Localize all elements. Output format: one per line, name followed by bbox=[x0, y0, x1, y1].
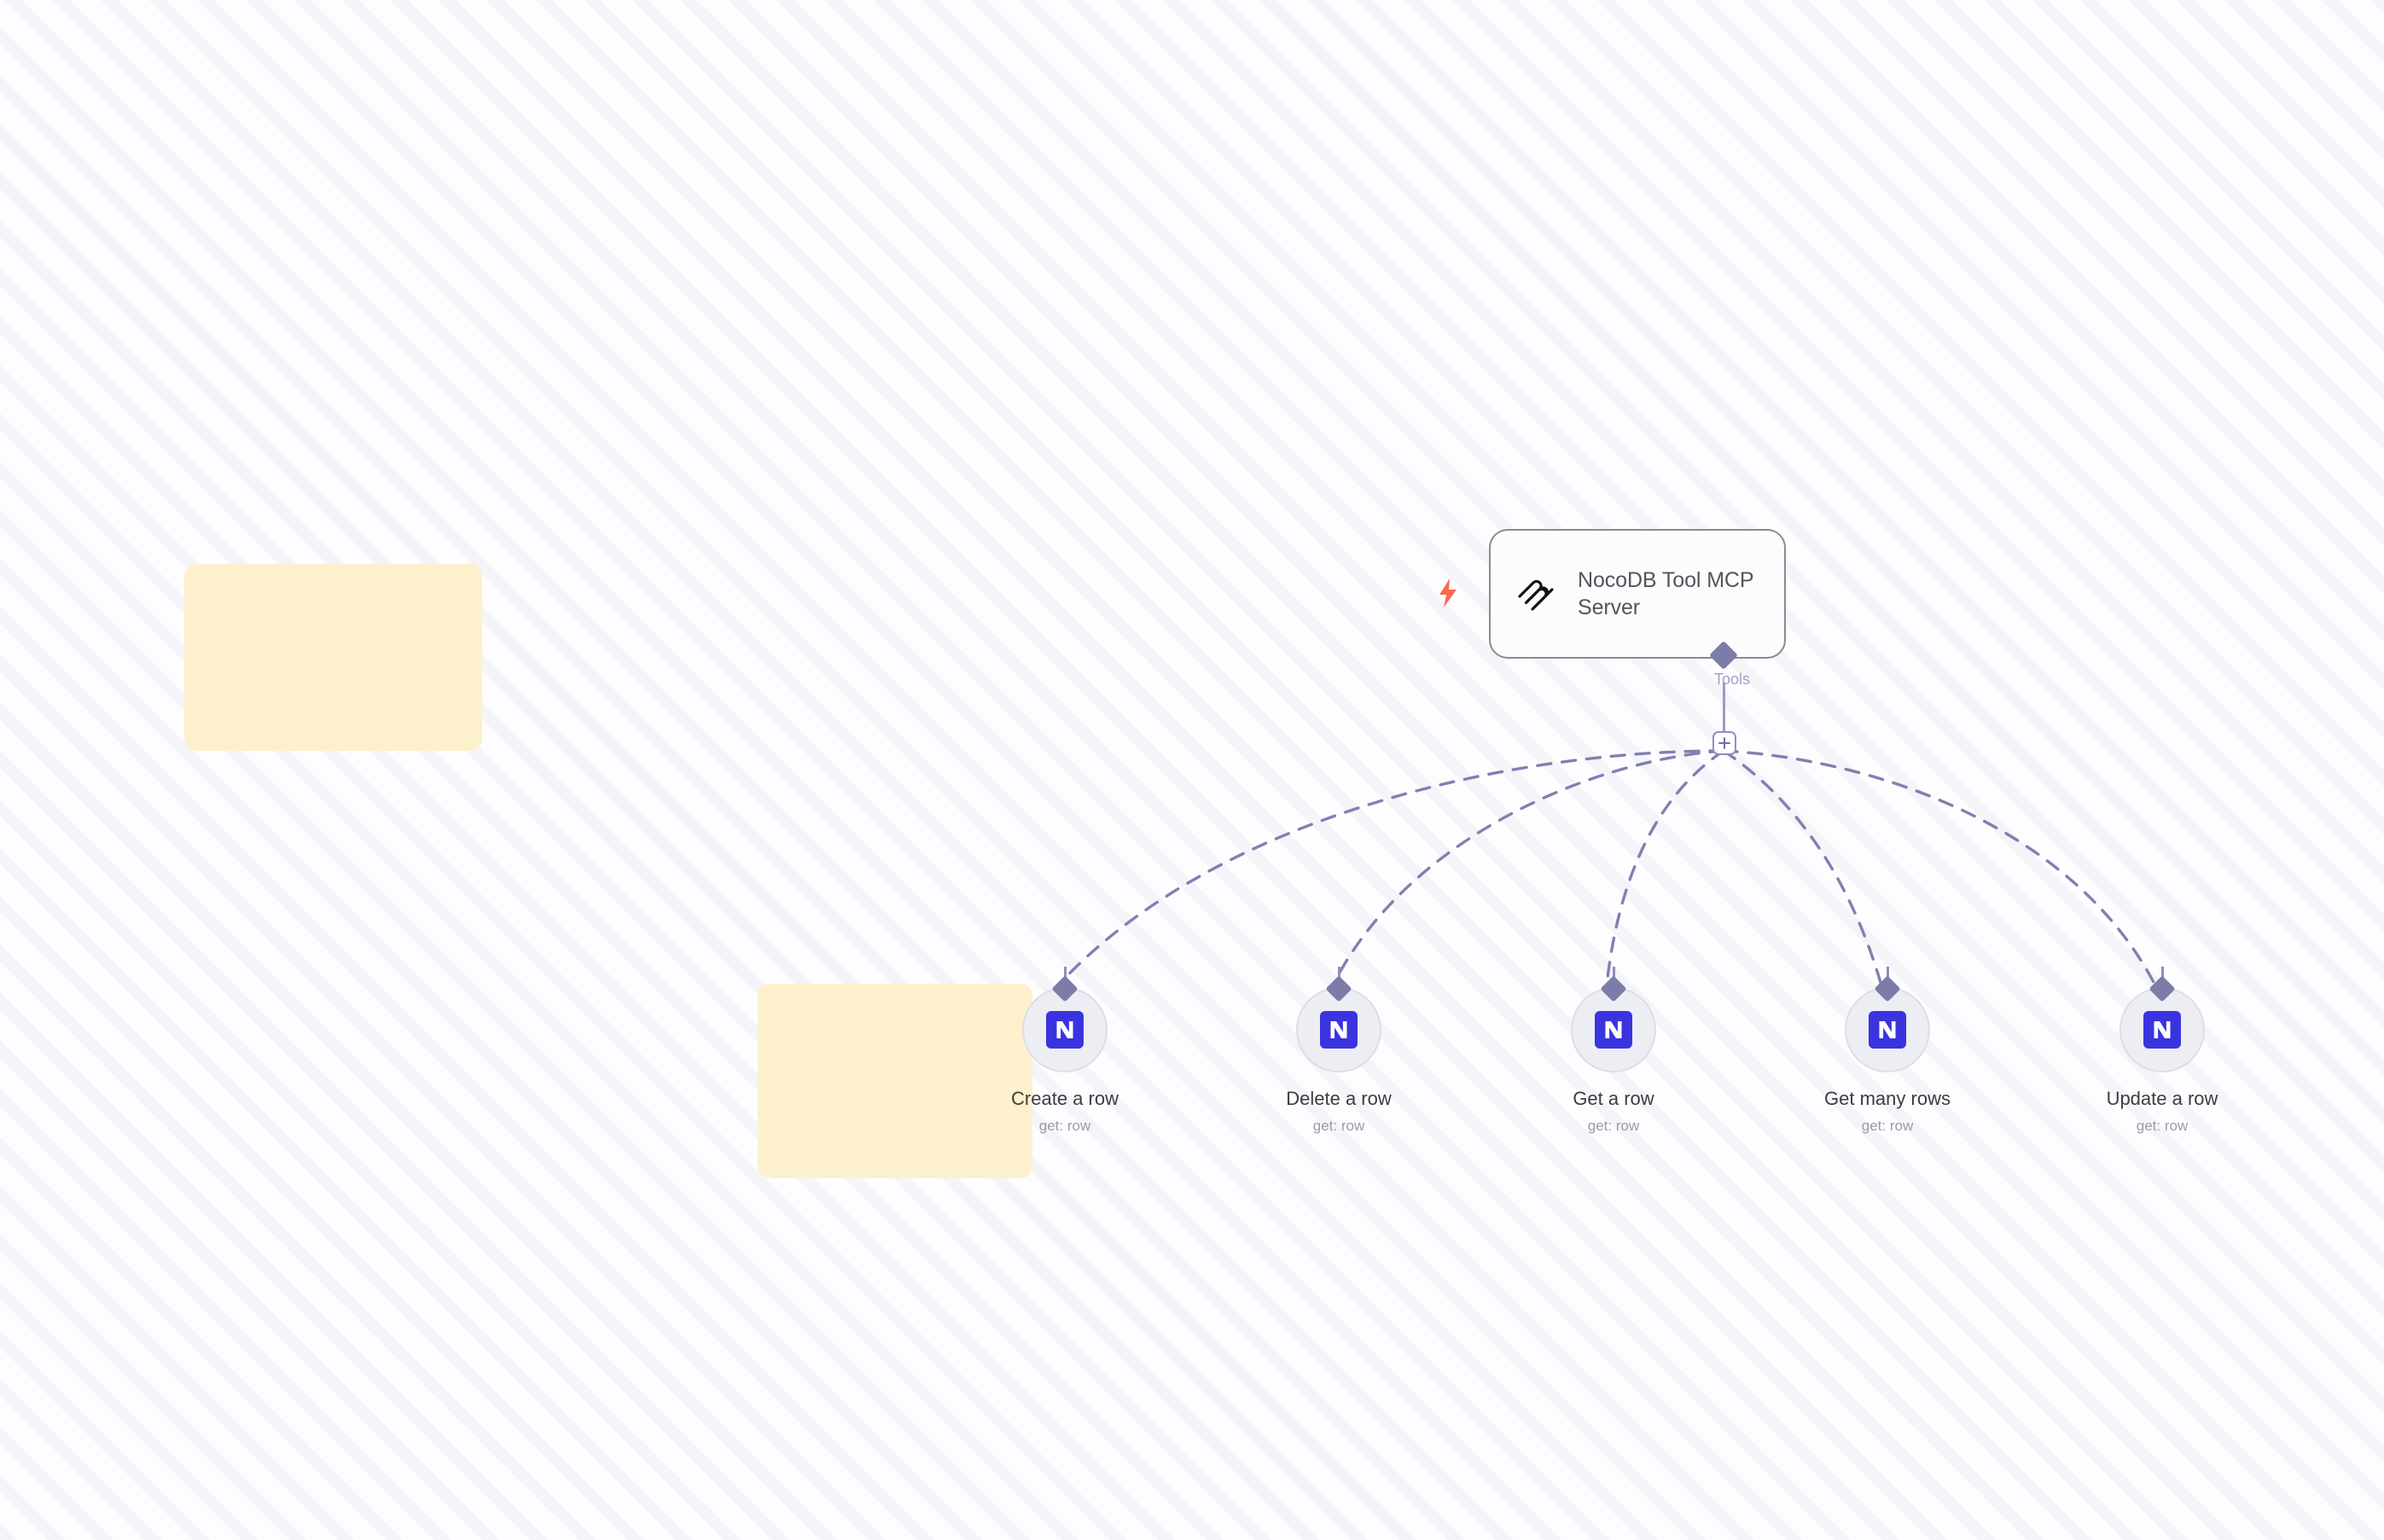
tool-node-title: Update a row bbox=[2106, 1088, 2218, 1109]
tool-node-subtitle: get: row bbox=[2136, 1118, 2189, 1134]
add-tool-button[interactable] bbox=[1712, 731, 1736, 755]
edge-to-create-a-row bbox=[1056, 749, 1725, 987]
tool-input-stem bbox=[1337, 967, 1340, 982]
tools-output-label: Tools bbox=[1713, 671, 1751, 688]
tool-node-title: Delete a row bbox=[1286, 1088, 1392, 1109]
tool-input-diamond[interactable] bbox=[1874, 975, 1901, 1002]
tool-input-diamond[interactable] bbox=[1325, 975, 1352, 1002]
nocodb-logo-icon bbox=[1320, 1011, 1358, 1049]
edge-to-get-many-rows bbox=[1722, 749, 1883, 987]
nocodb-logo-icon bbox=[1869, 1011, 1906, 1049]
tool-node-title: Create a row bbox=[1011, 1088, 1119, 1109]
tool-input-diamond[interactable] bbox=[2149, 975, 2176, 1002]
tool-node-get-a-row[interactable]: Get a row get: row bbox=[1528, 967, 1699, 1135]
mcp-server-node-title: NocoDB Tool MCP Server bbox=[1578, 567, 1753, 620]
tool-node-circle[interactable] bbox=[2119, 967, 2205, 1072]
tool-node-create-a-row[interactable]: Create a row get: row bbox=[980, 967, 1150, 1135]
tool-node-subtitle: get: row bbox=[1587, 1118, 1640, 1134]
tool-node-subtitle: get: row bbox=[1861, 1118, 1914, 1134]
tool-node-circle[interactable] bbox=[1296, 967, 1381, 1072]
tool-input-diamond[interactable] bbox=[1051, 975, 1079, 1002]
nocodb-logo-icon bbox=[1046, 1011, 1084, 1049]
mcp-logo-icon bbox=[1513, 571, 1559, 617]
lightning-bolt-icon bbox=[1437, 578, 1459, 607]
sticky-note-bottom[interactable] bbox=[758, 984, 1032, 1178]
nocodb-logo-icon bbox=[2143, 1011, 2181, 1049]
plus-icon-vertical bbox=[1723, 737, 1726, 749]
edge-to-get-a-row bbox=[1605, 749, 1725, 987]
nocodb-logo-icon bbox=[1595, 1011, 1632, 1049]
tool-node-delete-a-row[interactable]: Delete a row get: row bbox=[1253, 967, 1424, 1135]
add-tool-connector-line bbox=[1723, 683, 1725, 732]
tool-input-stem bbox=[1063, 967, 1067, 982]
tool-node-title: Get a row bbox=[1573, 1088, 1654, 1109]
sticky-note-top-left[interactable] bbox=[184, 564, 482, 751]
tool-node-update-a-row[interactable]: Update a row get: row bbox=[2077, 967, 2247, 1135]
tool-node-circle[interactable] bbox=[1845, 967, 1930, 1072]
tool-input-stem bbox=[2160, 967, 2164, 982]
tool-input-stem bbox=[1612, 967, 1615, 982]
tool-input-stem bbox=[1886, 967, 1889, 982]
tools-output-stem bbox=[1722, 655, 1725, 667]
tool-node-get-many-rows[interactable]: Get many rows get: row bbox=[1802, 967, 1973, 1135]
edge-to-update-a-row bbox=[1722, 749, 2157, 987]
mcp-server-node[interactable]: NocoDB Tool MCP Server bbox=[1489, 529, 1786, 659]
tool-node-subtitle: get: row bbox=[1312, 1118, 1365, 1134]
tool-node-circle[interactable] bbox=[1571, 967, 1656, 1072]
edge-to-delete-a-row bbox=[1331, 749, 1725, 987]
tool-input-diamond[interactable] bbox=[1600, 975, 1627, 1002]
tool-node-subtitle: get: row bbox=[1038, 1118, 1091, 1134]
tool-node-circle[interactable] bbox=[1022, 967, 1108, 1072]
tool-node-title: Get many rows bbox=[1824, 1088, 1951, 1109]
